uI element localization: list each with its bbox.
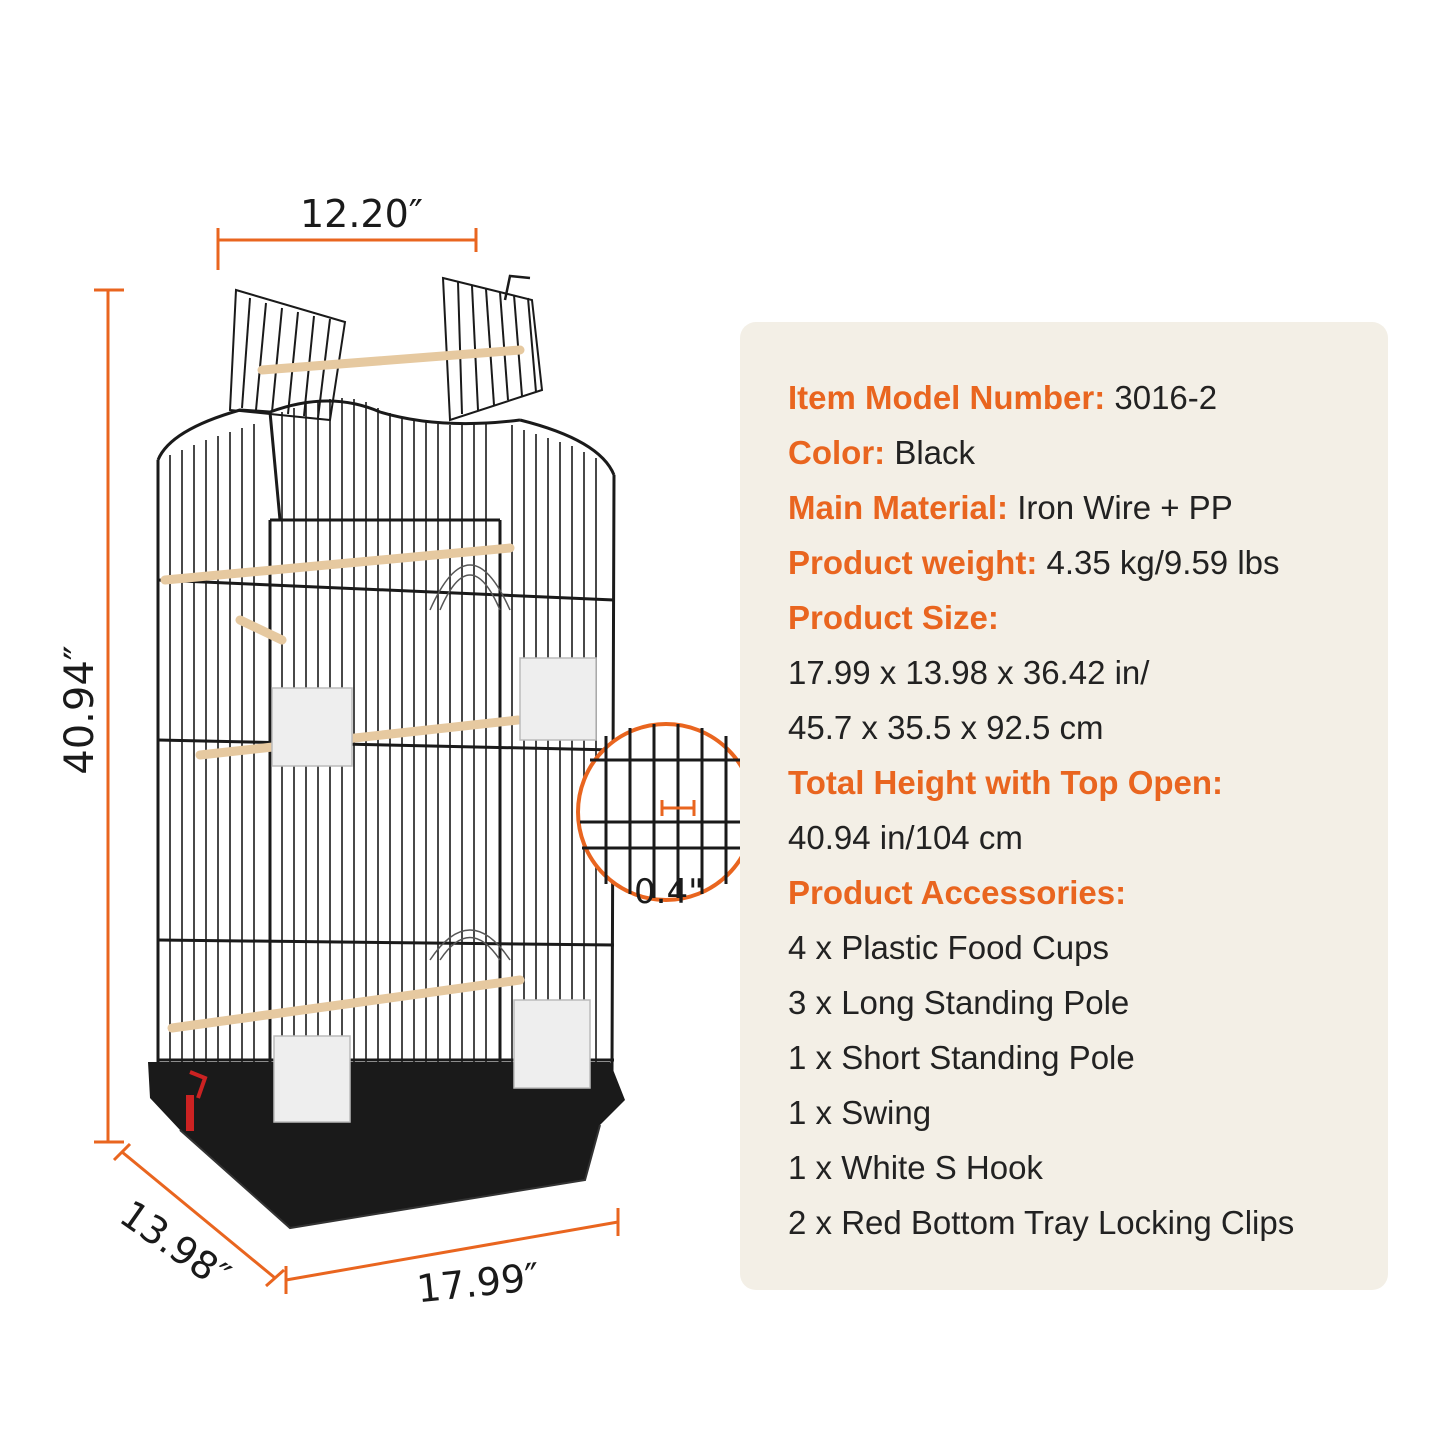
spec-row: 1 x White S Hook: [788, 1144, 1368, 1199]
spec-row: 45.7 x 35.5 x 92.5 cm: [788, 704, 1368, 759]
top-width-label: 12.20″: [300, 192, 423, 236]
dimension-lines: [94, 228, 620, 1294]
spec-row: 40.94 in/104 cm: [788, 814, 1368, 869]
spec-label: Product Accessories:: [788, 874, 1127, 911]
spec-value: 17.99 x 13.98 x 36.42 in/: [788, 654, 1150, 691]
spec-value: 4.35 kg/9.59 lbs: [1046, 544, 1280, 581]
spec-value: 2 x Red Bottom Tray Locking Clips: [788, 1204, 1295, 1241]
spec-value: 45.7 x 35.5 x 92.5 cm: [788, 709, 1104, 746]
spec-row: 4 x Plastic Food Cups: [788, 924, 1368, 979]
spec-row: Product weight: 4.35 kg/9.59 lbs: [788, 539, 1368, 594]
spec-value: Black: [894, 434, 976, 471]
cage-base-tray: [148, 1062, 625, 1230]
spec-label: Total Height with Top Open:: [788, 764, 1224, 801]
cage-top-doors: [228, 274, 544, 422]
spec-row: 17.99 x 13.98 x 36.42 in/: [788, 649, 1368, 704]
spec-row: 2 x Red Bottom Tray Locking Clips: [788, 1199, 1368, 1254]
spec-row: 3 x Long Standing Pole: [788, 979, 1368, 1034]
spec-value: 4 x Plastic Food Cups: [788, 929, 1109, 966]
spec-row: Product Accessories:: [788, 869, 1368, 924]
swings: [429, 564, 511, 961]
spec-row: Color: Black: [788, 429, 1368, 484]
spec-value: 3016-2: [1114, 379, 1218, 416]
spec-list: Item Model Number: 3016-2 Color: Black M…: [788, 374, 1368, 1254]
wooden-perches: [160, 345, 525, 1033]
spec-label: Product Size:: [788, 599, 999, 636]
food-cups: [271, 657, 597, 1123]
height-label: 40.94″: [57, 645, 103, 775]
spec-label: Product weight:: [788, 544, 1038, 581]
spec-value: 1 x Swing: [788, 1094, 932, 1131]
spec-label: Color:: [788, 434, 886, 471]
spec-row: Total Height with Top Open:: [788, 759, 1368, 814]
spec-label: Item Model Number:: [788, 379, 1106, 416]
spec-value: 1 x White S Hook: [788, 1149, 1043, 1186]
spec-row: Item Model Number: 3016-2: [788, 374, 1368, 429]
spec-row: Product Size:: [788, 594, 1368, 649]
spec-value: Iron Wire + PP: [1017, 489, 1233, 526]
spec-row: 1 x Swing: [788, 1089, 1368, 1144]
spec-row: 1 x Short Standing Pole: [788, 1034, 1368, 1089]
spec-row: Main Material: Iron Wire + PP: [788, 484, 1368, 539]
spec-value: 3 x Long Standing Pole: [788, 984, 1130, 1021]
spec-value: 1 x Short Standing Pole: [788, 1039, 1135, 1076]
cage-body: [156, 399, 616, 1096]
spec-value: 40.94 in/104 cm: [788, 819, 1023, 856]
mesh-spacing-label: 0.4": [634, 872, 704, 912]
spec-label: Main Material:: [788, 489, 1009, 526]
spec-panel: Item Model Number: 3016-2 Color: Black M…: [740, 322, 1388, 1290]
